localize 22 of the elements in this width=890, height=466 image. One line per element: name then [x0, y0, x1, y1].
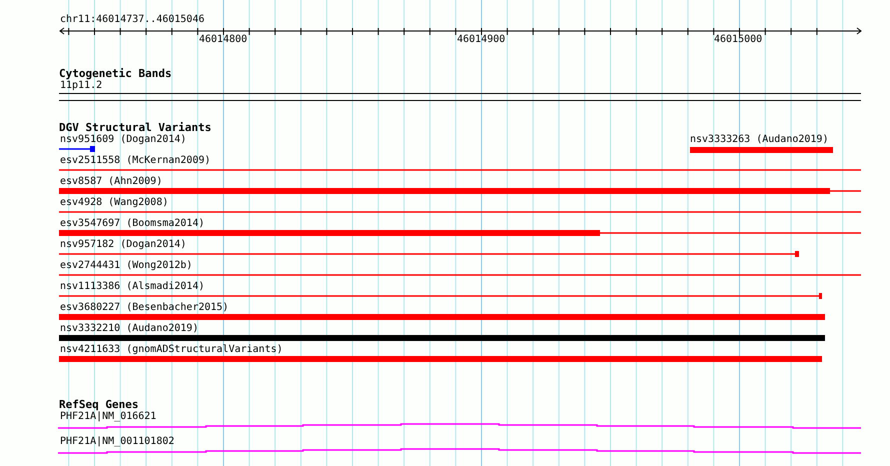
feature-label: nsv1113386 (Alsmadi2014) [60, 281, 204, 293]
feature-label: 11p11.2 [60, 80, 102, 92]
feature-label: nsv4211633 (gnomADStructuralVariants) [60, 344, 283, 356]
track-title: DGV Structural Variants [59, 122, 212, 134]
tick-label: 46015000 [714, 34, 762, 46]
feature-label: esv3680227 (Besenbacher2015) [60, 302, 229, 314]
feature-label: esv2744431 (Wong2012b) [60, 260, 192, 272]
feature-label: nsv3333263 (Audano2019) [690, 134, 828, 146]
feature-label: PHF21A|NM_016621 [60, 411, 156, 423]
feature-label: esv2511558 (McKernan2009) [60, 155, 211, 167]
feature-label: nsv957182 (Dogan2014) [60, 239, 186, 251]
feature-label: esv4928 (Wang2008) [60, 197, 168, 209]
track-title: Cytogenetic Bands [59, 68, 172, 80]
feature-label: esv8587 (Ahn2009) [60, 176, 162, 188]
tick-label: 46014900 [457, 34, 506, 46]
tick-label: 46014800 [199, 34, 248, 46]
feature-label: nsv951609 (Dogan2014) [60, 134, 186, 146]
feature-label: PHF21A|NM_001101802 [60, 436, 174, 448]
track-title: RefSeq Genes [59, 399, 138, 411]
feature-label: esv3547697 (Boomsma2014) [60, 218, 204, 230]
feature-label: nsv3332210 (Audano2019) [60, 323, 198, 335]
coordinate-label: chr11:46014737..46015046 [60, 14, 204, 26]
